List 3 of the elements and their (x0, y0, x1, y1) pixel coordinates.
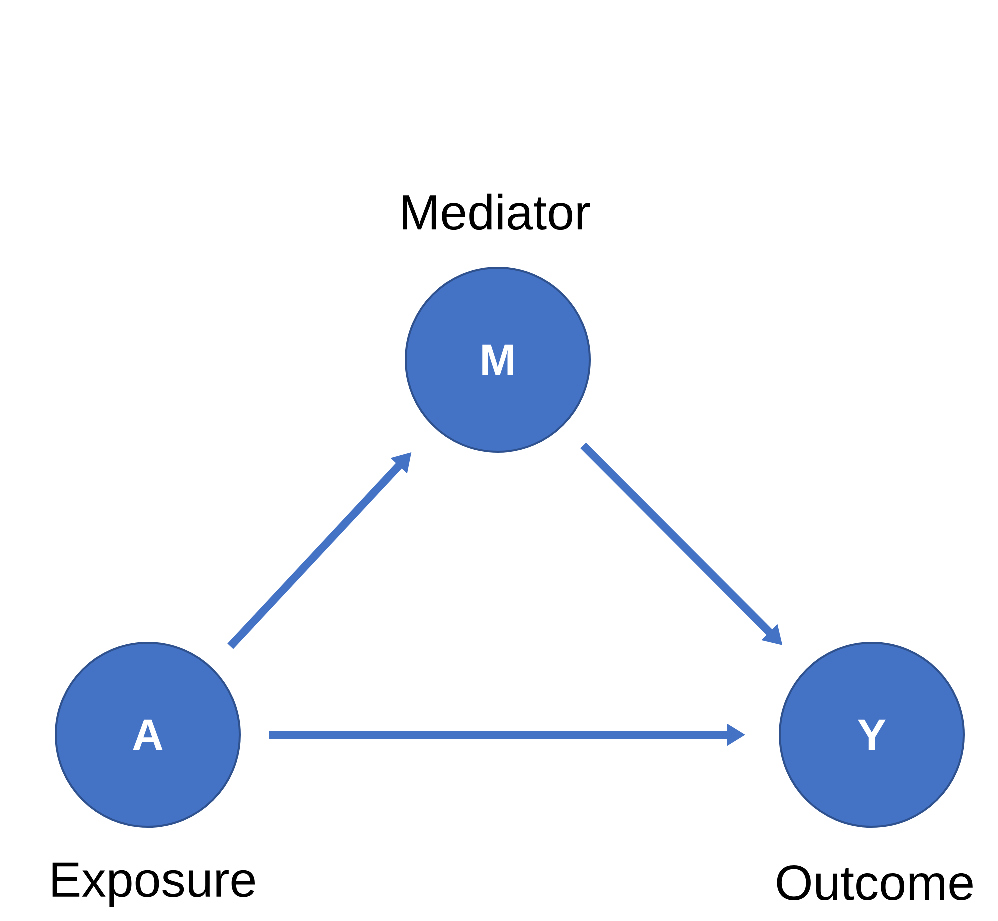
node-label: Outcome (777, 866, 973, 900)
node-label: Mediator (403, 194, 590, 230)
node-label: Exposure (52, 862, 255, 908)
